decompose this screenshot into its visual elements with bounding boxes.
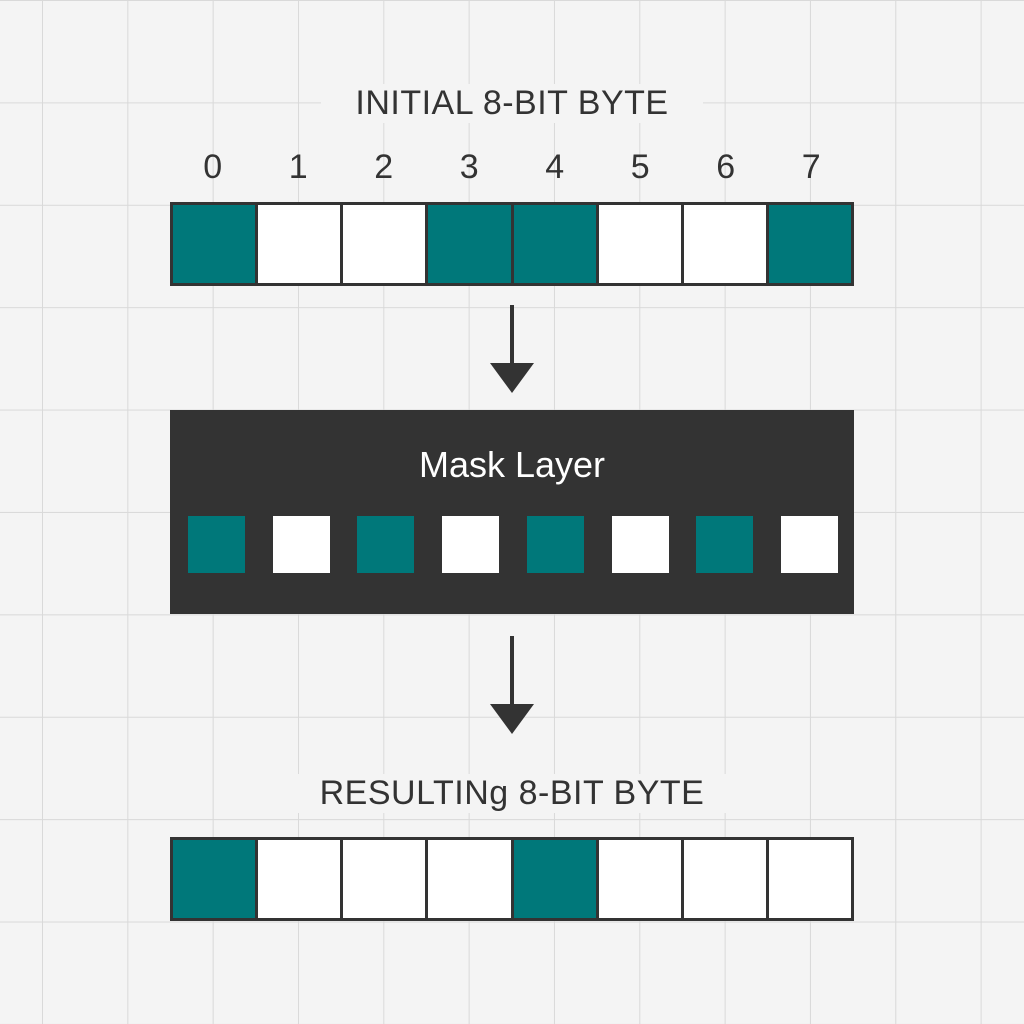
- result-bit-1: [258, 840, 344, 918]
- initial-byte-title-text: INITIAL 8-BIT BYTE: [321, 84, 703, 123]
- arrow-down-icon: [490, 305, 534, 393]
- mask-bit-2: [357, 516, 415, 573]
- bit-index-label: 1: [288, 148, 308, 186]
- initial-byte-title: INITIAL 8-BIT BYTE: [0, 84, 1024, 123]
- mask-bit-6: [696, 516, 754, 573]
- initial-bit-6: [683, 205, 769, 283]
- bit-index-labels: 0 1 2 3 4 5 6 7: [170, 148, 854, 187]
- mask-bit-0: [188, 516, 245, 573]
- mask-bit-row: [188, 516, 838, 574]
- result-byte-row: [170, 837, 854, 921]
- arrow-down-icon: [490, 636, 534, 734]
- result-bit-4: [513, 840, 599, 918]
- bit-index-label: 3: [459, 148, 479, 186]
- initial-bit-5: [598, 205, 684, 283]
- bit-index-label: 4: [545, 148, 565, 186]
- initial-bit-2: [343, 205, 429, 283]
- mask-bit-5: [611, 516, 669, 573]
- bit-index-label: 7: [801, 148, 821, 186]
- mask-layer-panel: Mask Layer: [170, 410, 854, 614]
- mask-bit-3: [442, 516, 500, 573]
- result-bit-3: [428, 840, 514, 918]
- result-byte-title-text: RESULTINg 8-BIT BYTE: [285, 774, 739, 813]
- result-bit-7: [768, 840, 851, 918]
- result-bit-5: [598, 840, 684, 918]
- bit-index-label: 5: [630, 148, 650, 186]
- result-byte-title: RESULTINg 8-BIT BYTE: [0, 774, 1024, 813]
- initial-bit-3: [428, 205, 514, 283]
- initial-bit-1: [258, 205, 344, 283]
- mask-bit-1: [272, 516, 330, 573]
- initial-bit-4: [513, 205, 599, 283]
- mask-bit-4: [526, 516, 584, 573]
- mask-layer-title: Mask Layer: [418, 444, 606, 485]
- initial-byte-row: [170, 202, 854, 286]
- result-bit-2: [343, 840, 429, 918]
- result-bit-0: [173, 840, 259, 918]
- initial-bit-0: [173, 205, 259, 283]
- initial-bit-7: [768, 205, 851, 283]
- mask-bit-7: [780, 516, 838, 573]
- result-bit-6: [683, 840, 769, 918]
- bit-index-label: 6: [716, 148, 736, 186]
- bit-index-label: 0: [203, 148, 223, 186]
- bit-index-label: 2: [374, 148, 394, 186]
